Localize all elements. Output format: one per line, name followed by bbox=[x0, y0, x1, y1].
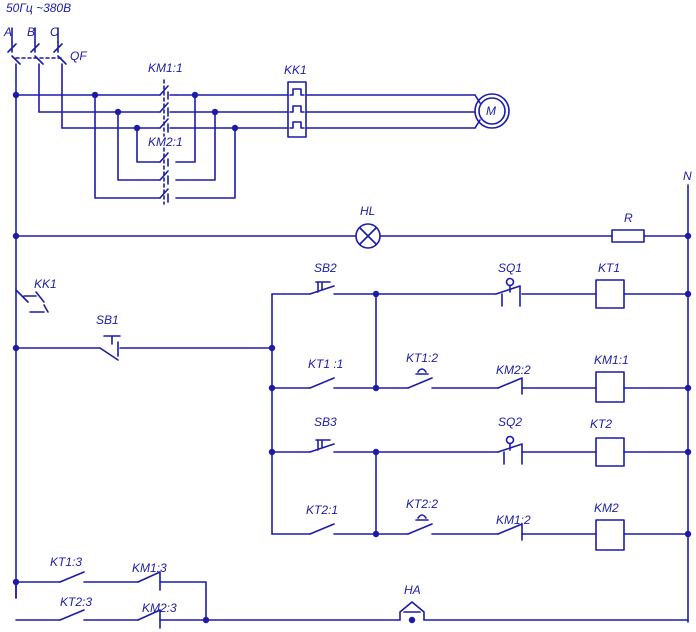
ha-label: HA bbox=[404, 583, 421, 597]
kt1-label: KT1 bbox=[598, 261, 620, 275]
kk1-contact-label: KK1 bbox=[34, 277, 57, 291]
kt2-coil bbox=[595, 437, 625, 467]
km1-2-label: KM1:2 bbox=[496, 513, 531, 527]
km2-1-label: KM2:1 bbox=[148, 135, 183, 149]
kt1-3-label: KT1:3 bbox=[50, 555, 82, 569]
kt1-2-timed-contact bbox=[407, 368, 433, 389]
motor-label: M bbox=[486, 104, 496, 118]
kt1-2-label: KT1:2 bbox=[406, 351, 438, 365]
supply-label: 50Гц ~380В bbox=[6, 1, 71, 15]
control-junctions bbox=[12, 232, 692, 624]
kt2-3-contact bbox=[59, 609, 85, 621]
sq1-label: SQ1 bbox=[498, 261, 522, 275]
phase-a-label: A bbox=[3, 25, 12, 39]
km1-1-contacts bbox=[159, 85, 177, 133]
km2-2-label: KM2:2 bbox=[496, 363, 531, 377]
kk1-nc-contact bbox=[15, 289, 49, 313]
kt2-2-timed-contact bbox=[407, 514, 433, 535]
motor-inner-circle bbox=[478, 97, 506, 125]
km1-coil bbox=[595, 371, 625, 403]
sq2-label: SQ2 bbox=[498, 415, 522, 429]
ha-branch-wire bbox=[15, 581, 689, 621]
qf-breaker bbox=[7, 41, 67, 65]
qf-label: QF bbox=[70, 49, 87, 63]
kt2-1-label: KT2:1 bbox=[306, 503, 338, 517]
r-label: R bbox=[624, 211, 633, 225]
km2-coil bbox=[595, 519, 625, 551]
hl-lamp-cross bbox=[359, 227, 377, 245]
r-resistor bbox=[611, 229, 645, 243]
power-junctions bbox=[12, 91, 239, 132]
sb3-start-button bbox=[309, 439, 335, 453]
sq2-limit-switch bbox=[497, 443, 523, 465]
power-circuit bbox=[7, 27, 510, 599]
motor-circle bbox=[474, 93, 510, 129]
kt1-1-contact bbox=[309, 377, 335, 389]
km1-2-nc-contact bbox=[497, 523, 523, 541]
phase-c-label: C bbox=[50, 25, 59, 39]
kk1-heater-elements bbox=[289, 88, 305, 129]
hl-lamp-icon bbox=[355, 223, 381, 249]
km1-3-contact bbox=[137, 571, 161, 591]
kt2-2-label: KT2:2 bbox=[406, 497, 438, 511]
kk1-relay-label: KK1 bbox=[284, 63, 307, 77]
kt2-3-label: KT2:3 bbox=[60, 595, 92, 609]
km2-2-nc-contact bbox=[497, 377, 523, 395]
km2-coil-label: KM2 bbox=[594, 501, 619, 515]
km1-1-label: KM1:1 bbox=[148, 61, 183, 75]
sb1-stop-button bbox=[99, 335, 121, 361]
sb2-label: SB2 bbox=[314, 261, 337, 275]
kt1-1-label: KT1 :1 bbox=[308, 357, 343, 371]
sb1-label: SB1 bbox=[96, 313, 119, 327]
km1-3-label: KM1:3 bbox=[132, 561, 167, 575]
kt2-1-contact bbox=[309, 523, 335, 535]
sq1-limit-switch bbox=[495, 285, 521, 307]
kt2-label: KT2 bbox=[590, 417, 612, 431]
km2-3-contact bbox=[137, 609, 161, 629]
phase-b-label: B bbox=[27, 25, 35, 39]
sb2-start-button bbox=[309, 281, 335, 295]
km2-3-label: KM2:3 bbox=[142, 601, 177, 615]
neutral-label: N bbox=[683, 169, 692, 183]
reverse-wiring bbox=[94, 94, 236, 199]
control-circuit bbox=[12, 184, 692, 629]
hl-label: HL bbox=[360, 204, 375, 218]
sq1-roller-icon bbox=[505, 277, 515, 287]
kt1-3-contact bbox=[59, 571, 85, 583]
ha-horn-icon bbox=[399, 601, 425, 621]
kk1-relay-box bbox=[287, 81, 307, 138]
km1-coil-label: KM1:1 bbox=[594, 353, 629, 367]
kt1-coil bbox=[595, 279, 625, 309]
labels: 50Гц ~380В A B C QF KM1:1 KM2:1 KK1 M N … bbox=[3, 1, 692, 615]
sb3-label: SB3 bbox=[314, 415, 337, 429]
sq2-roller-icon bbox=[505, 435, 515, 445]
